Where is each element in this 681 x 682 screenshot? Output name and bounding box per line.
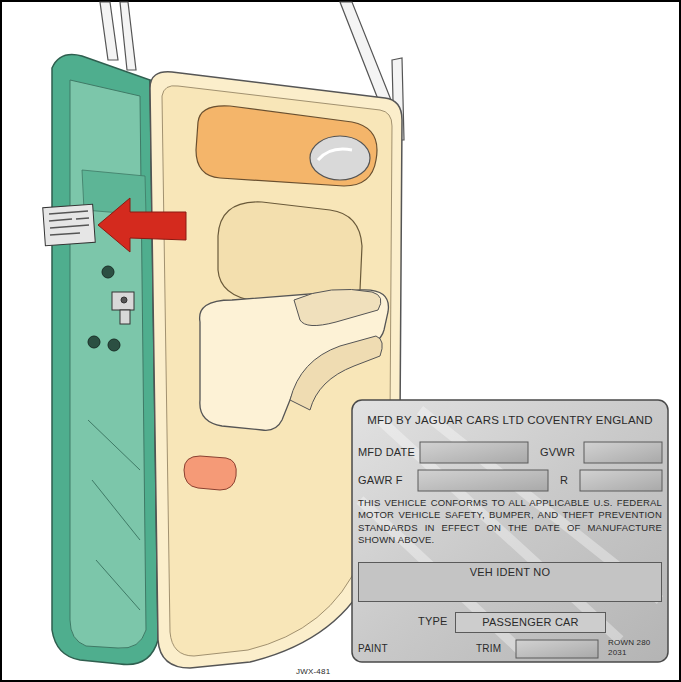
vin-field: VEH IDENT NO	[358, 562, 662, 602]
pointer-arrow	[98, 198, 186, 252]
figure-code: JWX-481	[296, 667, 330, 676]
vin-plate-location	[43, 204, 96, 245]
gawr-rear-field	[580, 470, 662, 491]
field-label: R	[560, 474, 568, 486]
conformity-statement: THIS VEHICLE CONFORMS TO ALL APPLICABLE …	[358, 497, 662, 546]
field-label: PAINT	[358, 643, 388, 654]
mfd-date-field	[420, 442, 528, 463]
field-label: GVWR	[540, 446, 575, 458]
type-field: PASSENGER CAR	[455, 612, 606, 633]
field-label: TRIM	[476, 643, 501, 654]
field-text: VEH IDENT NO	[363, 566, 657, 578]
field-label: TYPE	[418, 615, 448, 627]
vin-plate	[352, 400, 668, 662]
gawr-front-field	[418, 470, 548, 491]
field-text: PASSENGER CAR	[460, 616, 601, 628]
part-number: ROWN 280 2031	[608, 638, 664, 659]
field-label: GAWR F	[358, 474, 403, 486]
field-text: MFD BY JAGUAR CARS LTD COVENTRY ENGLAND	[358, 414, 662, 426]
field-label: MFD DATE	[358, 446, 415, 458]
gvwr-field	[584, 442, 662, 463]
door-latch	[112, 292, 134, 324]
trim-field	[516, 640, 598, 658]
